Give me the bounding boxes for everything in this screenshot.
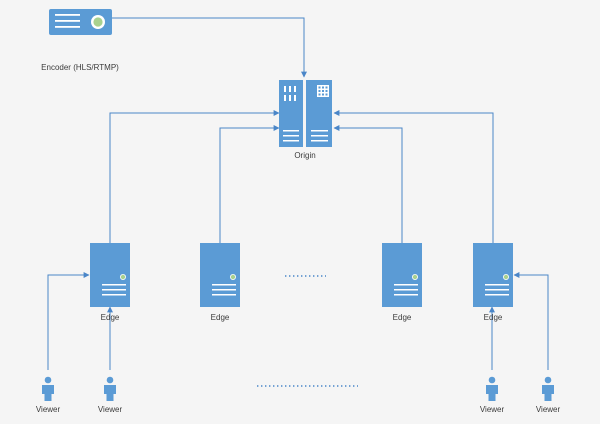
server-icon	[381, 242, 423, 308]
viewer-label: Viewer	[480, 405, 505, 414]
origin-node: Origin	[279, 80, 332, 160]
edge-2-to-origin-arrow	[219, 125, 280, 243]
encoder-node: Encoder (HLS/RTMP)	[41, 9, 119, 72]
viewer-node-4: Viewer	[536, 376, 561, 414]
connectors	[47, 17, 549, 370]
edge-label: Edge	[393, 313, 412, 322]
edge-node-4: Edge	[472, 242, 514, 322]
edge-label: Edge	[484, 313, 503, 322]
edge-1-to-origin-arrow	[109, 110, 280, 243]
edge-3-to-origin-arrow	[333, 125, 403, 243]
edge-label: Edge	[211, 313, 230, 322]
server-rack-icon	[279, 80, 332, 147]
edge-node-1: Edge	[89, 242, 131, 322]
projector-icon	[49, 9, 112, 35]
person-icon	[486, 376, 498, 401]
viewer-4-to-edge-4-arrow	[513, 272, 549, 370]
encoder-to-origin-arrow	[112, 17, 307, 78]
viewer-label: Viewer	[536, 405, 561, 414]
viewer-node-3: Viewer	[480, 376, 505, 414]
person-icon	[42, 376, 54, 401]
person-icon	[542, 376, 554, 401]
edge-4-to-origin-arrow	[333, 110, 494, 243]
person-icon	[104, 376, 116, 401]
edge-node-3: Edge	[381, 242, 423, 322]
server-icon	[89, 242, 131, 308]
viewer-node-2: Viewer	[98, 376, 123, 414]
edge-node-2: Edge	[199, 242, 241, 322]
encoder-label: Encoder (HLS/RTMP)	[41, 63, 119, 72]
edge-label: Edge	[101, 313, 120, 322]
viewer-node-1: Viewer	[36, 376, 61, 414]
viewer-label: Viewer	[98, 405, 123, 414]
viewer-1-to-edge-1-arrow	[47, 272, 90, 370]
server-icon	[472, 242, 514, 308]
viewer-label: Viewer	[36, 405, 61, 414]
origin-label: Origin	[294, 151, 315, 160]
server-icon	[199, 242, 241, 308]
